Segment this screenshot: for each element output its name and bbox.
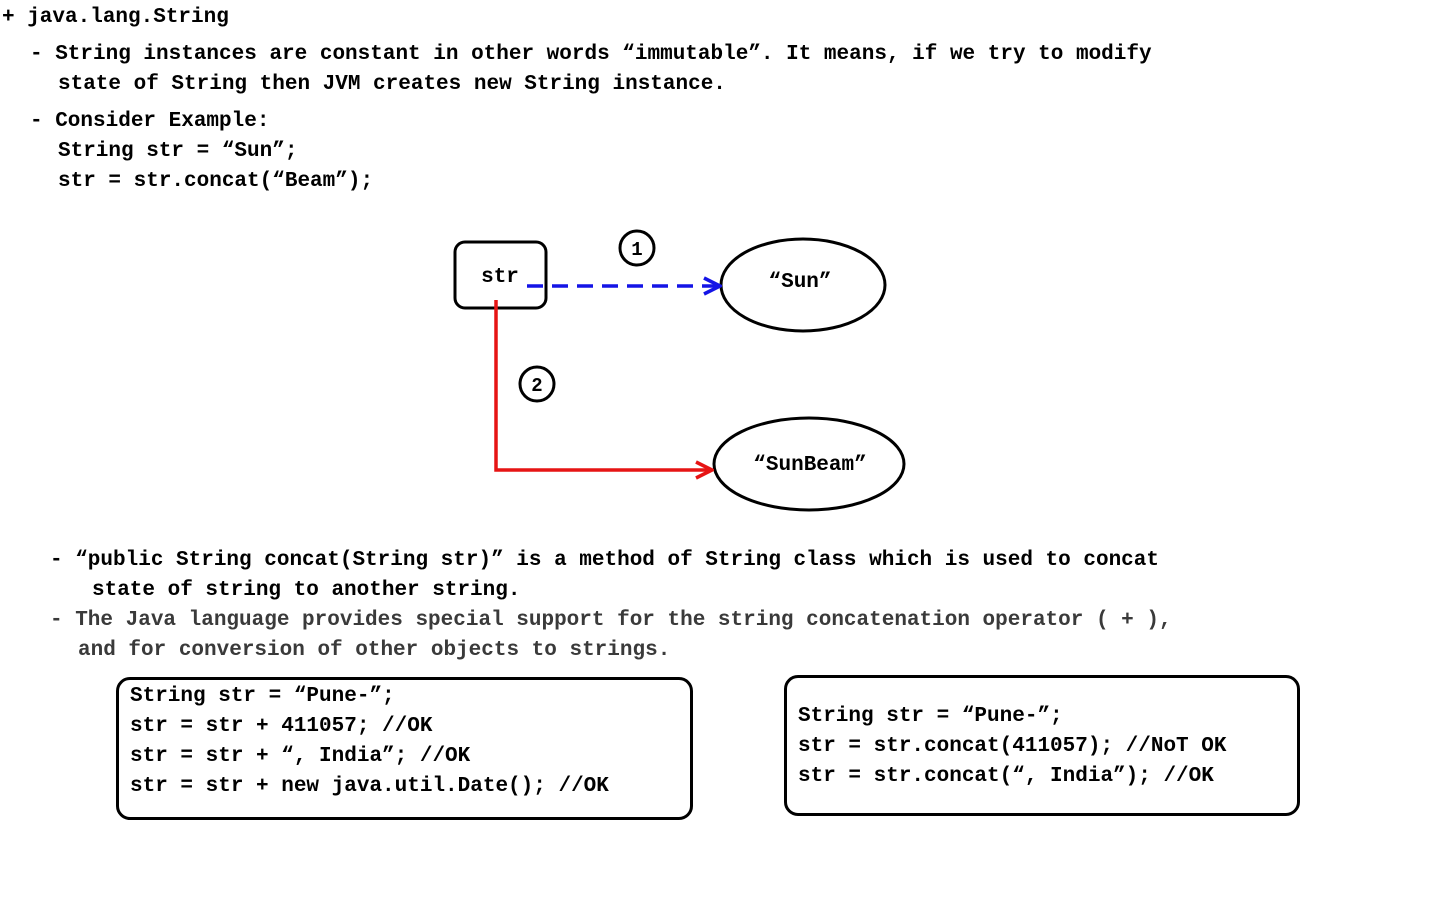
java-note-line1: - The Java language provides special sup… <box>50 609 1172 632</box>
code-left-line4: str = str + new java.util.Date(); //OK <box>130 775 609 798</box>
object-sun-label: “Sun” <box>768 271 831 294</box>
object-sunbeam <box>712 416 906 512</box>
step1-badge-label: 1 <box>631 239 642 261</box>
concat-note-line2: state of string to another string. <box>92 579 521 602</box>
example-code-line2: str = str.concat(“Beam”); <box>58 170 374 193</box>
code-left-line3: str = str + “, India”; //OK <box>130 745 471 768</box>
step2-arrow <box>494 300 712 470</box>
code-box-plus-operator: String str = “Pune-”; str = str + 411057… <box>116 677 693 820</box>
java-note-line2: and for conversion of other objects to s… <box>78 639 671 662</box>
immutable-note-line1: - String instances are constant in other… <box>30 43 1152 66</box>
code-right-line3: str = str.concat(“, India”); //OK <box>798 765 1214 788</box>
step2-badge-label: 2 <box>531 375 542 397</box>
variable-box <box>453 240 548 310</box>
code-box-concat-method: String str = “Pune-”; str = str.concat(4… <box>784 675 1300 816</box>
example-label: - Consider Example: <box>30 110 270 133</box>
immutable-note-line2: state of String then JVM creates new Str… <box>58 73 726 96</box>
concat-note-line1: - “public String concat(String str)” is … <box>50 549 1159 572</box>
step2-badge <box>518 365 556 403</box>
example-code-line1: String str = “Sun”; <box>58 140 298 163</box>
step1-badge <box>618 229 656 267</box>
variable-label: str <box>481 266 519 289</box>
page-title: + java.lang.String <box>2 6 229 29</box>
code-right-line2: str = str.concat(411057); //NoT OK <box>798 735 1227 758</box>
code-left-line2: str = str + 411057; //OK <box>130 715 433 738</box>
code-right-line1: String str = “Pune-”; <box>798 705 1063 728</box>
code-left-line1: String str = “Pune-”; <box>130 685 395 708</box>
object-sunbeam-label: “SunBeam” <box>753 454 866 477</box>
